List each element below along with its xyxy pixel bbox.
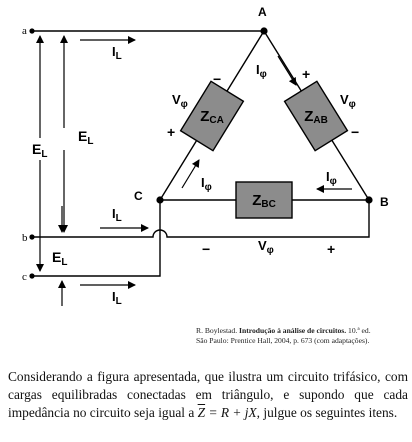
phase-voltage-label-bc: Vφ	[258, 238, 274, 256]
impedance-ab-label: ZAB	[304, 108, 328, 126]
sign-bc-plus: +	[327, 241, 335, 257]
citation-title: Introdução à análise de circuitos.	[239, 326, 347, 335]
phase-current-label-ab: Iφ	[256, 62, 267, 80]
question-statement: Considerando a figura apresentada, que i…	[8, 368, 408, 422]
line-voltage-label-ac: EL	[32, 141, 47, 160]
impedance-bc-box	[235, 181, 293, 219]
phase-current-label-ca: Iφ	[201, 175, 212, 193]
impedance-ab-box	[283, 80, 349, 152]
sign-ab-minus: −	[351, 124, 359, 140]
phase-current-label-bc: Iφ	[326, 169, 337, 187]
node-label-A: A	[258, 5, 267, 19]
node-label-B: B	[380, 195, 389, 209]
node-A-dot	[260, 27, 268, 35]
figure-citation: R. Boylestad. Introdução à análise de ci…	[196, 326, 410, 346]
wire-line-c	[32, 200, 161, 277]
citation-publisher: São Paulo: Prentice Hall, 2004, p. 673 (…	[196, 336, 370, 345]
impedance-bc-label: ZBC	[252, 192, 276, 210]
phase-voltage-label-ca: Vφ	[172, 92, 188, 110]
line-voltage-label-bc: EL	[52, 249, 67, 268]
phase-voltage-label-ab: Vφ	[340, 92, 356, 110]
phase-current-arrows	[181, 55, 352, 193]
arrow-phase-current-ca	[181, 159, 200, 189]
node-label-c: c	[22, 271, 27, 283]
node-a-dot	[29, 28, 35, 34]
line-current-label-c: IL	[112, 289, 122, 307]
line-voltage-markers	[36, 35, 68, 306]
statement-z-symbol: Z	[197, 405, 206, 420]
node-b-dot	[29, 234, 35, 240]
line-current-label-b: IL	[112, 206, 122, 224]
wire-line-b	[32, 200, 370, 238]
citation-author: R. Boylestad.	[196, 326, 238, 335]
node-label-b: b	[22, 232, 28, 244]
node-C-dot	[156, 196, 164, 204]
node-label-C: C	[134, 189, 143, 203]
nodes	[29, 27, 373, 279]
line-current-label-a: IL	[112, 44, 122, 62]
impedance-ca-label: ZCA	[200, 108, 224, 126]
wires	[32, 30, 370, 277]
sign-ab-plus: +	[302, 66, 310, 82]
node-label-a: a	[22, 25, 27, 37]
line-current-arrows	[80, 36, 149, 289]
statement-equation: Z = R + jX	[198, 405, 257, 420]
polarity-signs: − + + − − +	[167, 66, 359, 257]
citation-edition: 10.ª ed.	[348, 326, 371, 335]
sign-bc-minus: −	[202, 241, 210, 257]
node-c-dot	[29, 273, 35, 279]
circuit-diagram: ZCA ZAB ZBC A B C a b c IL IL IL Iφ Iφ I…	[22, 5, 389, 307]
arrow-phase-current-ab	[277, 55, 297, 86]
sign-ca-plus: +	[167, 124, 175, 140]
statement-text-before: Considerando a figura apresentada, que i…	[8, 369, 408, 420]
statement-equation-rest: = R + jX	[208, 405, 257, 420]
statement-text-after: , julgue os seguintes itens.	[256, 405, 398, 420]
node-B-dot	[365, 196, 373, 204]
line-voltage-label-ab: EL	[78, 128, 93, 147]
sign-ca-minus: −	[213, 71, 221, 87]
impedance-ca-box	[179, 80, 245, 152]
